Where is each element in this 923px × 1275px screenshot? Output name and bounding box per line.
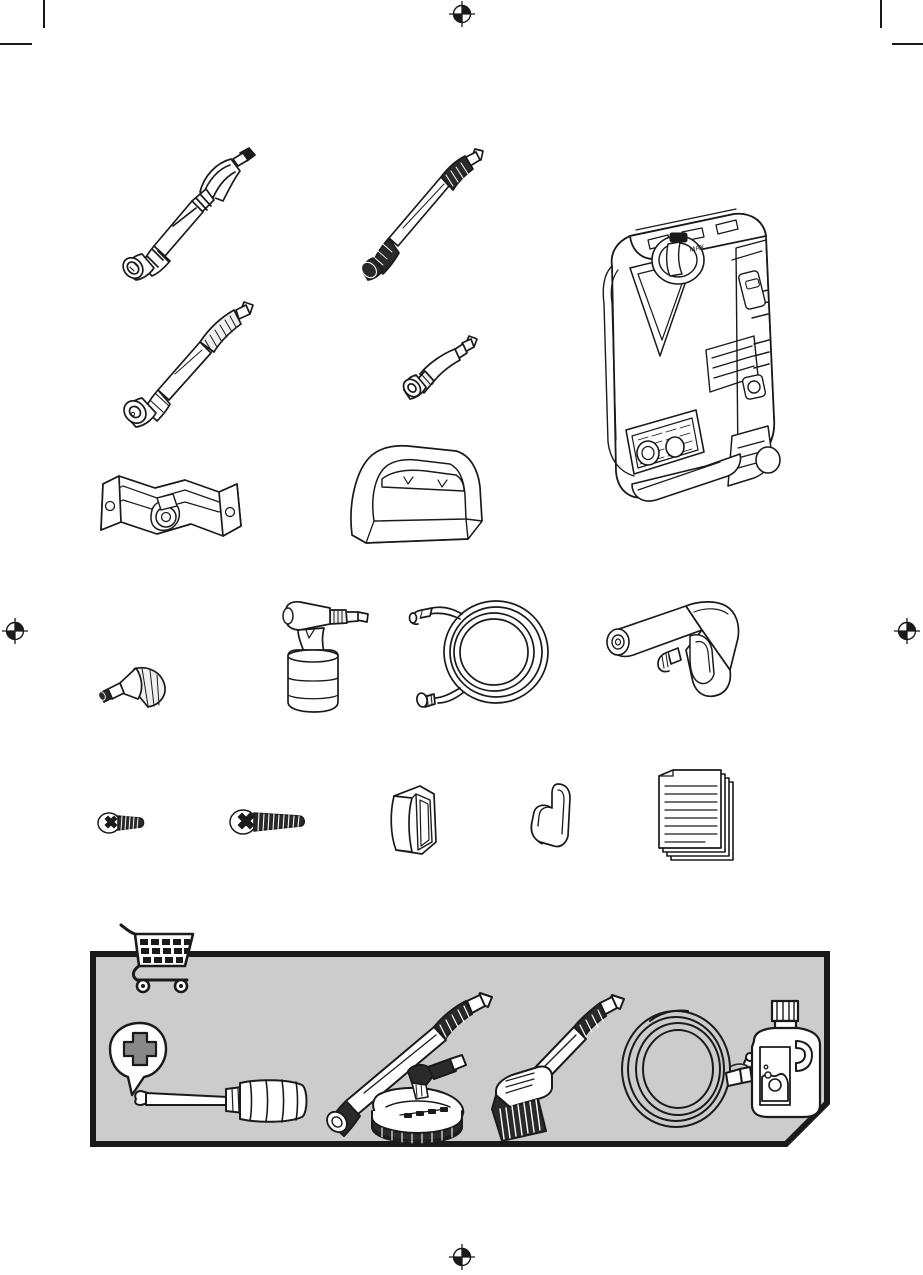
shopping-cart-icon — [113, 922, 199, 994]
accessory-screwdriver — [132, 1073, 312, 1129]
crop-mark-top-right-horizontal — [892, 43, 923, 45]
part-short-quick-connect-nozzle — [400, 332, 490, 402]
part-trigger-spray-gun — [598, 592, 748, 702]
part-base-bracket — [95, 450, 245, 560]
registration-target-left — [2, 618, 28, 644]
part-long-screw — [228, 800, 318, 842]
part-short-screw — [96, 805, 152, 841]
optional-accessories-panel — [90, 951, 830, 1147]
part-cord-hook — [520, 778, 580, 864]
part-variable-nozzle-lance — [345, 143, 495, 288]
registration-target-bottom — [449, 1244, 475, 1270]
part-garden-hose-adapter — [98, 655, 178, 715]
accessory-detergent-bottle — [742, 997, 828, 1123]
part-detergent-bottle-applicator — [260, 590, 375, 715]
svg-text:MAX: MAX — [689, 244, 706, 254]
accessory-extension-hose — [614, 1003, 764, 1133]
accessory-phillips-badge — [106, 1019, 174, 1105]
registration-target-top — [449, 1, 475, 27]
part-high-pressure-hose — [404, 590, 574, 715]
crop-mark-top-right-vertical — [880, 0, 882, 28]
crop-mark-top-left-vertical — [43, 0, 45, 28]
accessory-wash-brush — [490, 991, 630, 1142]
accessory-patio-surface-cleaner — [312, 989, 502, 1144]
registration-target-right — [894, 618, 920, 644]
part-adjustable-nozzle-lance — [112, 298, 272, 433]
part-turbo-nozzle-lance — [104, 143, 264, 288]
part-carry-handle-shroud — [338, 443, 488, 548]
part-hose-clip — [386, 780, 446, 860]
part-manual-documents — [655, 768, 745, 868]
part-pressure-washer-unit: MAX — [586, 204, 796, 534]
crop-mark-top-left-horizontal — [0, 43, 32, 45]
